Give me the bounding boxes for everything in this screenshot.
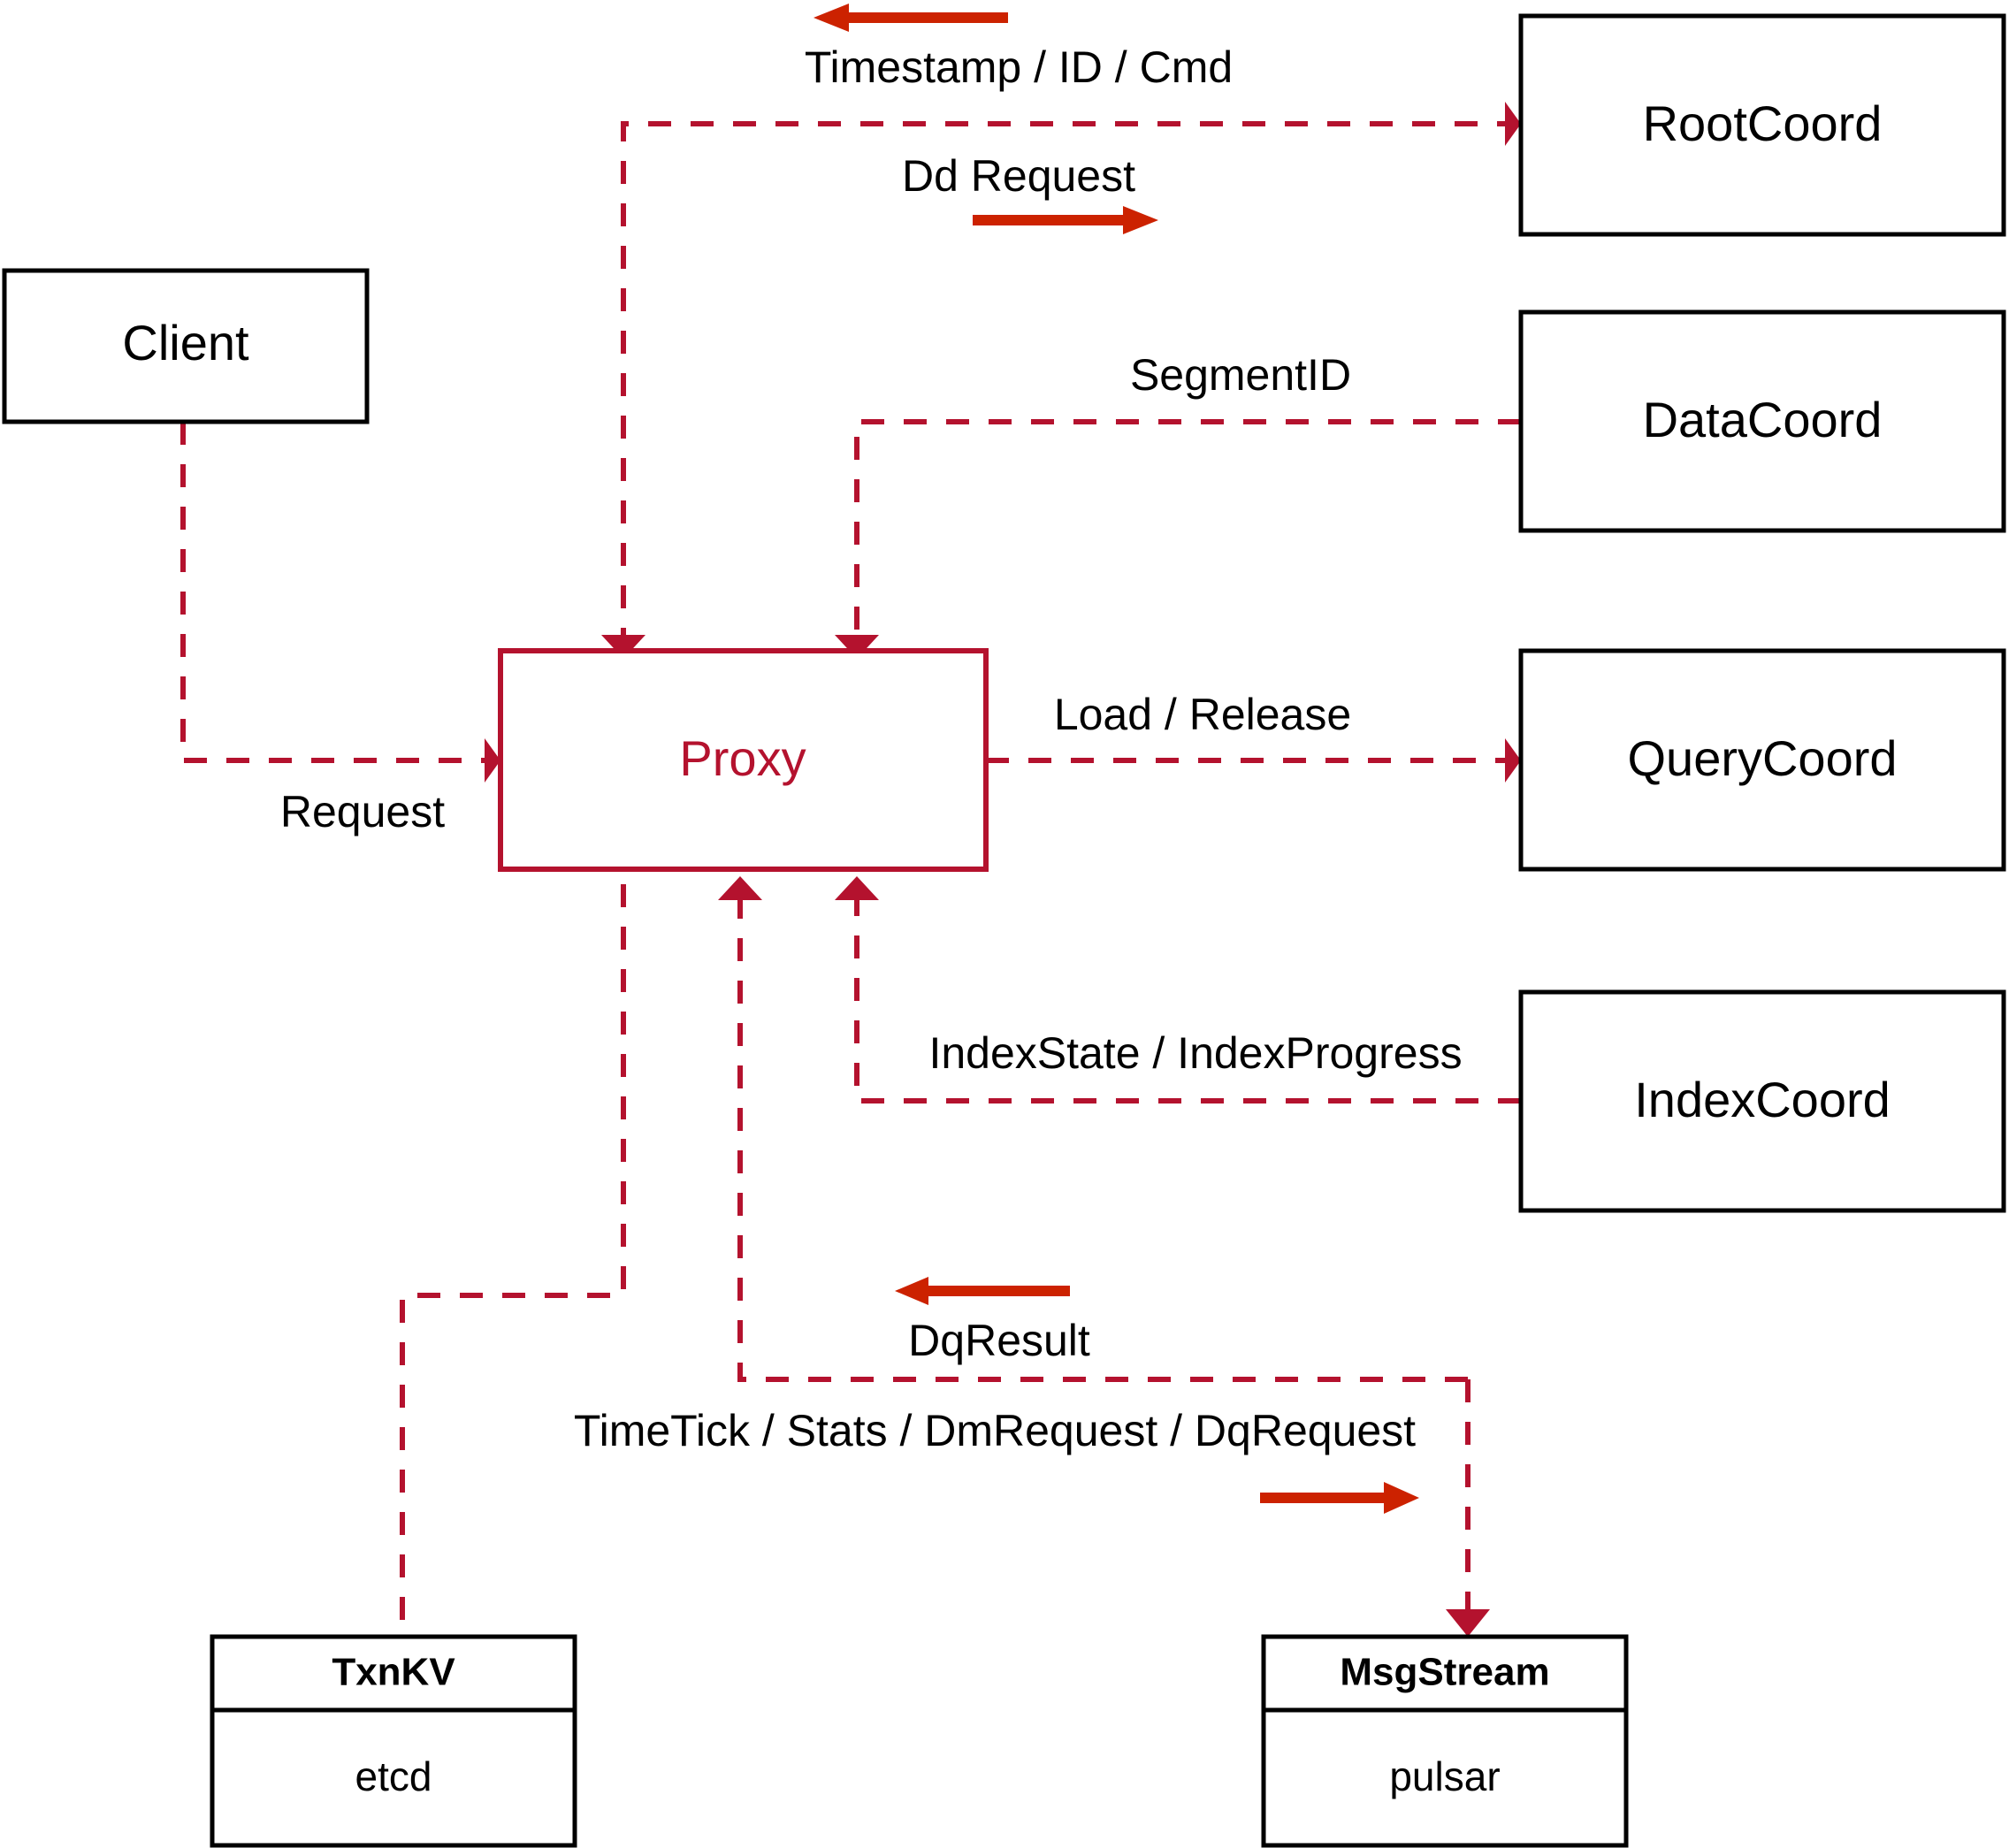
flow-arrow-dq-result <box>895 1277 1070 1305</box>
node-indexcoord-label: IndexCoord <box>1634 1072 1891 1127</box>
node-rootcoord[interactable] <box>1518 13 2006 237</box>
node-indexcoord[interactable] <box>1518 989 2006 1213</box>
flow-arrow-timetick <box>1260 1482 1419 1514</box>
edge-label-timestamp-id-cmd: Timestamp / ID / Cmd <box>805 42 1233 92</box>
node-txnkv-impl: etcd <box>355 1753 432 1799</box>
node-client[interactable] <box>2 268 370 424</box>
edge-client-to-proxy <box>180 422 485 763</box>
edge-label-load-release: Load / Release <box>1054 690 1351 739</box>
node-datacoord[interactable] <box>1518 309 2006 533</box>
edge-msgstream-to-proxy-dqresult <box>737 884 1468 1382</box>
arrowhead-dqresult <box>718 876 762 900</box>
edge-proxy-to-msgstream <box>400 884 626 1625</box>
edge-label-timetick-stats: TimeTick / Stats / DmRequest / DqRequest <box>574 1406 1416 1455</box>
arrowhead-proxy-top-left <box>601 635 645 659</box>
edge-label-segment-id: SegmentID <box>1130 350 1351 400</box>
node-rootcoord-label: RootCoord <box>1643 95 1883 151</box>
edge-label-dd-request: Dd Request <box>902 151 1135 201</box>
arrowhead-request <box>485 738 500 783</box>
arrowhead-msgstream-in <box>1446 1609 1490 1637</box>
edge-label-dq-result: DqResult <box>908 1316 1090 1365</box>
arrowhead-dd-request <box>1505 102 1521 146</box>
edge-indexcoord-to-proxy <box>854 884 1521 1103</box>
flow-arrow-dd-request <box>973 206 1158 234</box>
edge-label-index-state-progress: IndexState / IndexProgress <box>928 1028 1462 1078</box>
node-datacoord-label: DataCoord <box>1643 392 1883 447</box>
edge-label-request: Request <box>280 787 445 836</box>
edge-datacoord-to-proxy <box>854 419 1521 651</box>
node-querycoord[interactable] <box>1518 648 2006 872</box>
arrowhead-segmentid <box>835 635 879 659</box>
node-txnkv-title: TxnKV <box>332 1651 455 1694</box>
node-proxy[interactable] <box>498 648 989 872</box>
node-txnkv[interactable] <box>210 1634 577 1848</box>
node-proxy-label: Proxy <box>679 730 806 786</box>
arrowhead-indexstate <box>835 876 879 900</box>
node-client-label: Client <box>122 315 249 370</box>
node-msgstream[interactable] <box>1261 1634 1629 1848</box>
arrowhead-load-release <box>1505 738 1521 783</box>
edge-proxy-to-rootcoord <box>621 121 1505 651</box>
node-querycoord-label: QueryCoord <box>1627 730 1897 786</box>
flow-arrow-timestamp <box>814 4 1008 32</box>
node-msgstream-impl: pulsar <box>1389 1753 1500 1799</box>
node-msgstream-title: MsgStream <box>1340 1651 1549 1694</box>
